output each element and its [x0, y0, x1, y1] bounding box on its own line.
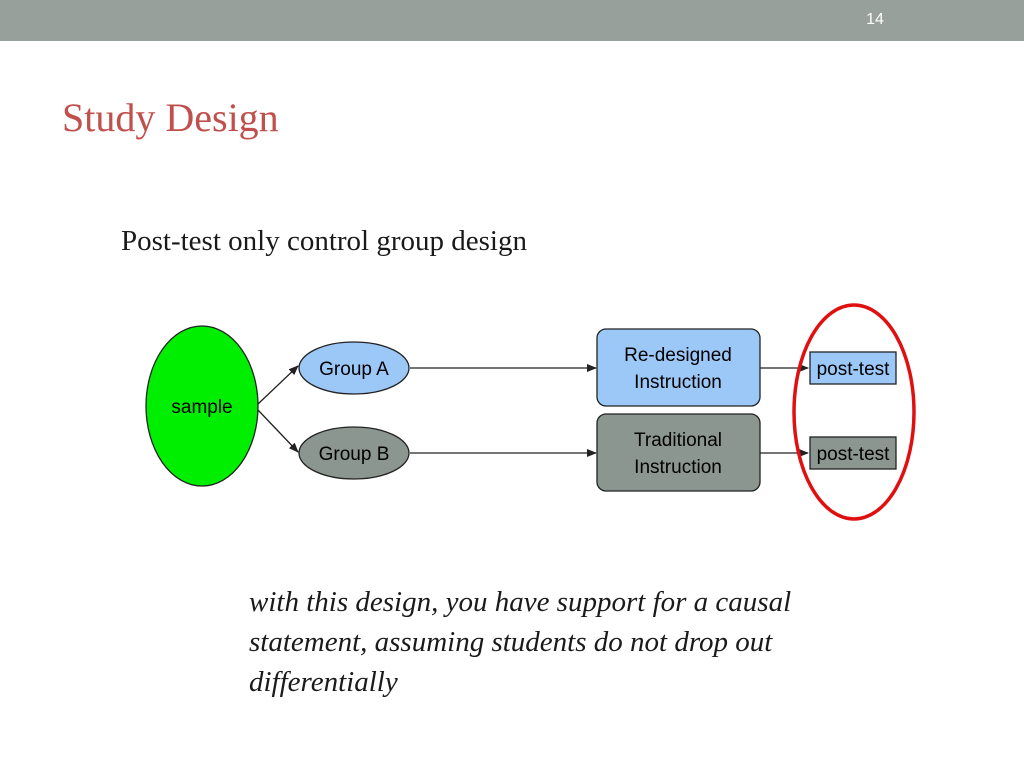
note-text: with this design, you have support for a…: [249, 582, 949, 702]
redesigned-instruction-box: Re-designed Instruction: [596, 328, 761, 407]
top-bar: 14: [0, 0, 1024, 41]
redesigned-label-line2: Instruction: [634, 372, 722, 393]
sample-node: sample: [145, 325, 259, 487]
traditional-label-line1: Traditional: [634, 430, 722, 451]
redesigned-label-line1: Re-designed: [624, 345, 732, 366]
posttest-b-box: post-test: [809, 436, 897, 470]
group-b-label: Group B: [319, 444, 390, 465]
arrow-sample-to-group-b: [257, 409, 299, 453]
slide-subtitle: Post-test only control group design: [121, 225, 527, 257]
traditional-instruction-box: Traditional Instruction: [596, 413, 761, 492]
posttest-a-label: post-test: [817, 359, 891, 380]
traditional-label-line2: Instruction: [634, 457, 722, 478]
group-a-node: Group A: [298, 341, 410, 395]
highlight-ellipse: [792, 303, 916, 521]
sample-label: sample: [171, 397, 232, 418]
posttest-b-label: post-test: [817, 444, 891, 465]
slide-title: Study Design: [62, 95, 279, 140]
note-line-3: differentially: [249, 666, 398, 698]
arrow-sample-to-group-a: [257, 365, 299, 405]
posttest-a-box: post-test: [809, 351, 897, 385]
note-line-1: with this design, you have support for a…: [249, 586, 792, 618]
group-b-node: Group B: [298, 426, 410, 480]
slide-number: 14: [866, 11, 884, 28]
group-a-label: Group A: [319, 359, 389, 380]
note-line-2: statement, assuming students do not drop…: [249, 626, 773, 658]
